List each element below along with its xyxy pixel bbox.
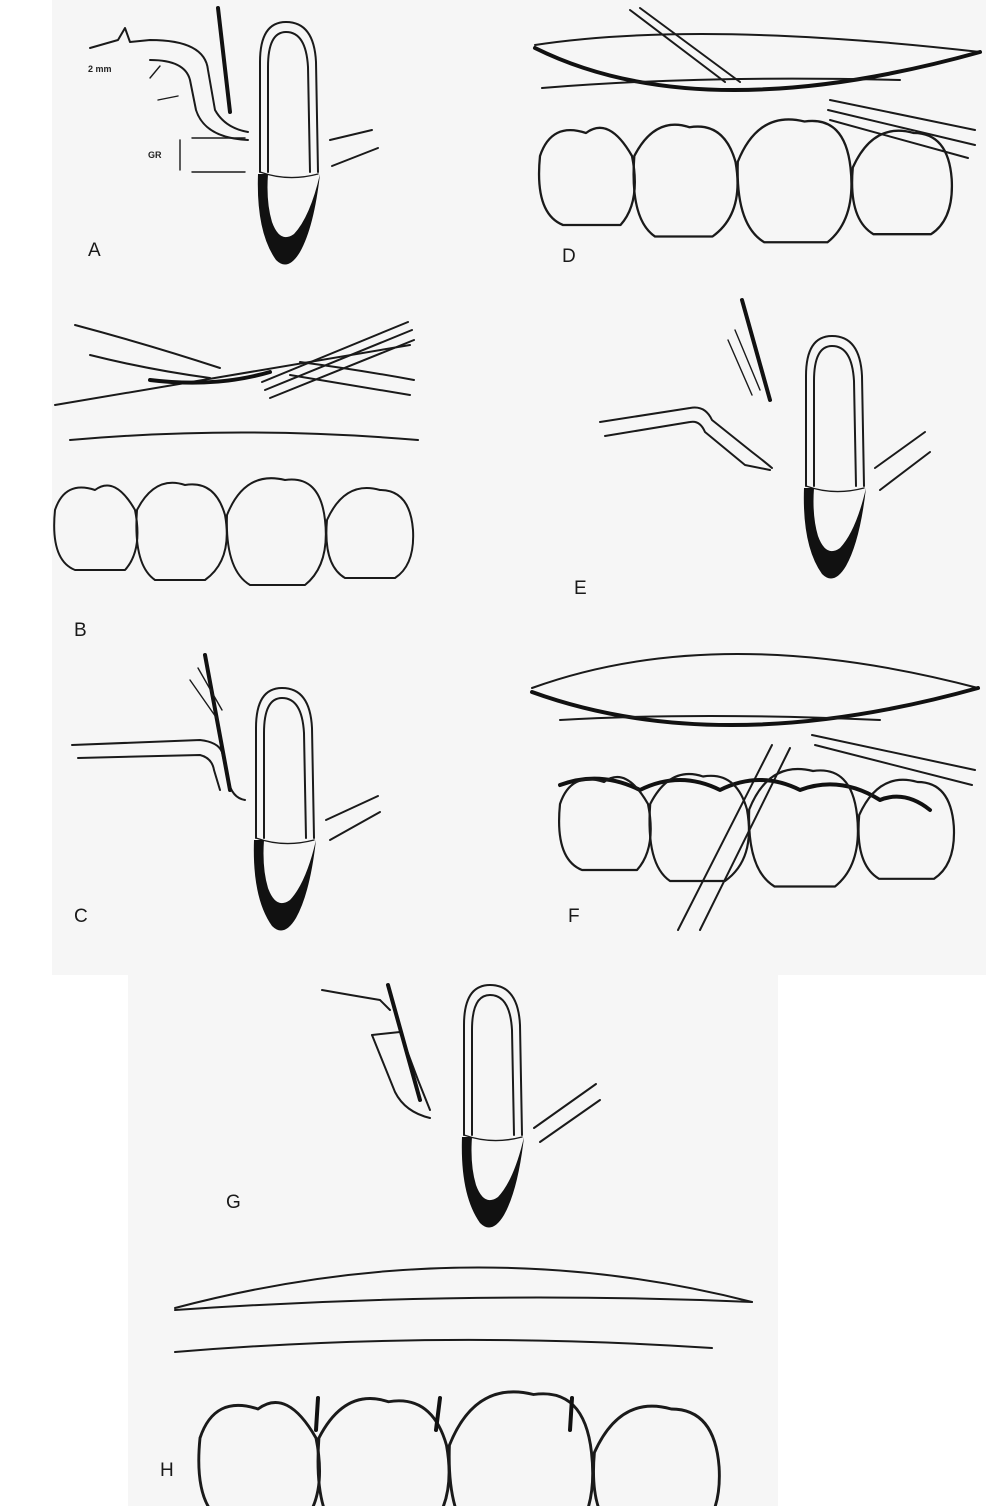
panel-h-label: H — [160, 1460, 174, 1482]
dimension-2mm-label: 2 mm — [88, 64, 112, 74]
panel-d-label: D — [562, 246, 576, 268]
dimension-gr-label: GR — [148, 150, 162, 160]
panel-a-label: A — [88, 240, 101, 262]
panel-f-label: F — [568, 906, 580, 928]
panel-g-label: G — [226, 1192, 241, 1214]
lower-panels-background — [128, 975, 778, 1506]
panel-e-label: E — [574, 578, 587, 600]
panel-b-label: B — [74, 620, 87, 642]
panel-c-label: C — [74, 906, 88, 928]
